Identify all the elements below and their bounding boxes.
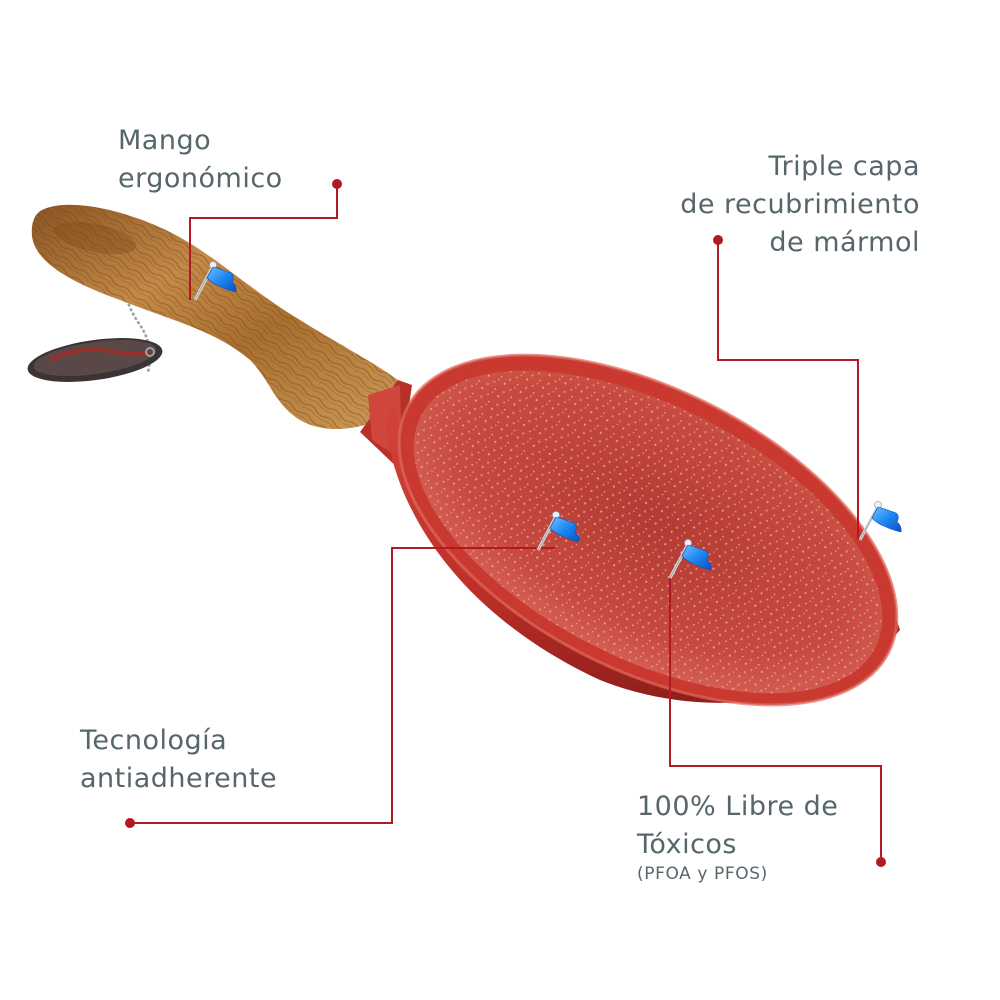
leader-line-nonstick — [130, 547, 555, 824]
toxic-free-label-line1: 100% Libre de — [637, 791, 839, 822]
coating-label-line1: Triple capa — [768, 151, 920, 182]
nonstick-label-line1: Tecnología — [80, 725, 228, 756]
toxic-free-label: 100% Libre de Tóxicos (PFOA y PFOS) — [637, 788, 838, 884]
pan-body — [385, 353, 900, 707]
handle-label: Mango ergonómico — [118, 122, 283, 198]
leader-dot-toxic — [876, 857, 886, 867]
coating-label: Triple capa de recubrimiento de mármol — [680, 148, 920, 262]
leader-line-handle — [189, 184, 338, 300]
tag-chain-icon — [27, 239, 163, 382]
leader-dot-handle — [332, 179, 342, 189]
toxic-free-label-note: (PFOA y PFOS) — [637, 864, 768, 884]
nonstick-label: Tecnología antiadherente — [80, 722, 277, 798]
coating-label-line2: de recubrimiento — [680, 189, 920, 220]
coating-label-line3: de mármol — [769, 227, 920, 258]
leader-line-toxic — [669, 575, 882, 862]
pan-handle — [31, 204, 412, 470]
nonstick-label-line2: antiadherente — [80, 763, 278, 794]
leader-line-coating — [717, 240, 859, 540]
leader-dot-nonstick — [125, 818, 135, 828]
toxic-free-label-line2: Tóxicos — [637, 829, 738, 860]
handle-label-line1: Mango — [118, 125, 212, 156]
leader-dot-coating — [713, 235, 723, 245]
handle-label-line2: ergonómico — [118, 163, 283, 194]
